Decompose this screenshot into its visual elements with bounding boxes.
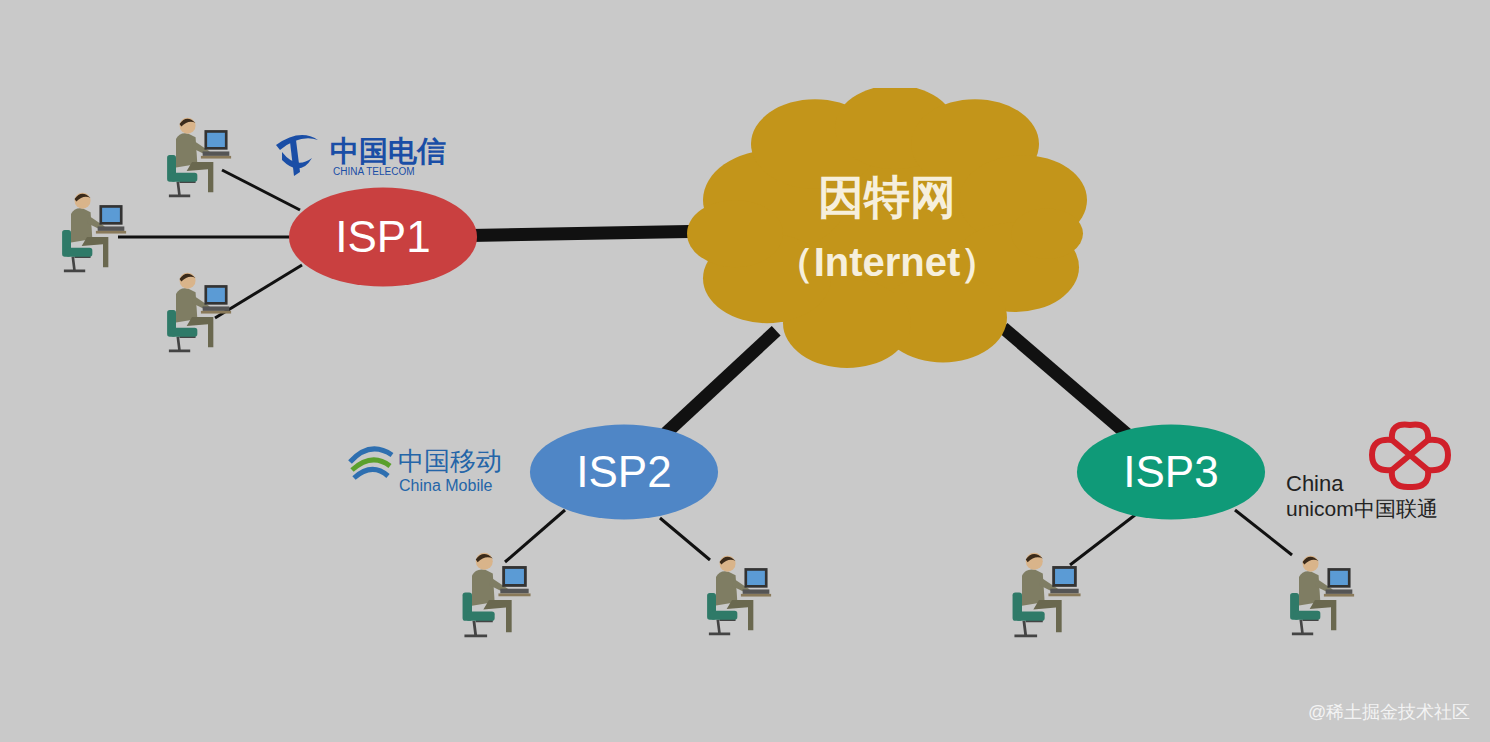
link-line (470, 231, 703, 235)
brand-name-en: CHINA TELECOM (333, 166, 415, 177)
isp-ellipse: ISP2 (529, 424, 719, 520)
brand-name-en: China Mobile (399, 477, 492, 495)
node-text: ISP1 (335, 212, 430, 262)
watermark: @稀土掘金技术社区 (1308, 700, 1470, 724)
node-text: （Internet） (774, 235, 1001, 290)
brand-name: unicom中国联通 (1286, 495, 1438, 523)
link-line (1003, 328, 1126, 434)
node-text: ISP2 (576, 447, 671, 497)
brand-name-en: China (1286, 471, 1343, 497)
isp-ellipse: ISP1 (288, 187, 478, 287)
internet-cloud: 因特网 （Internet） (687, 88, 1087, 368)
isp-ellipse: ISP3 (1076, 424, 1266, 520)
node-text: ISP3 (1123, 447, 1218, 497)
internet-cloud-outline (687, 88, 1087, 368)
node-text: 因特网 (818, 167, 956, 229)
link-line (666, 331, 776, 433)
brand-name: 中国移动 (398, 444, 502, 479)
